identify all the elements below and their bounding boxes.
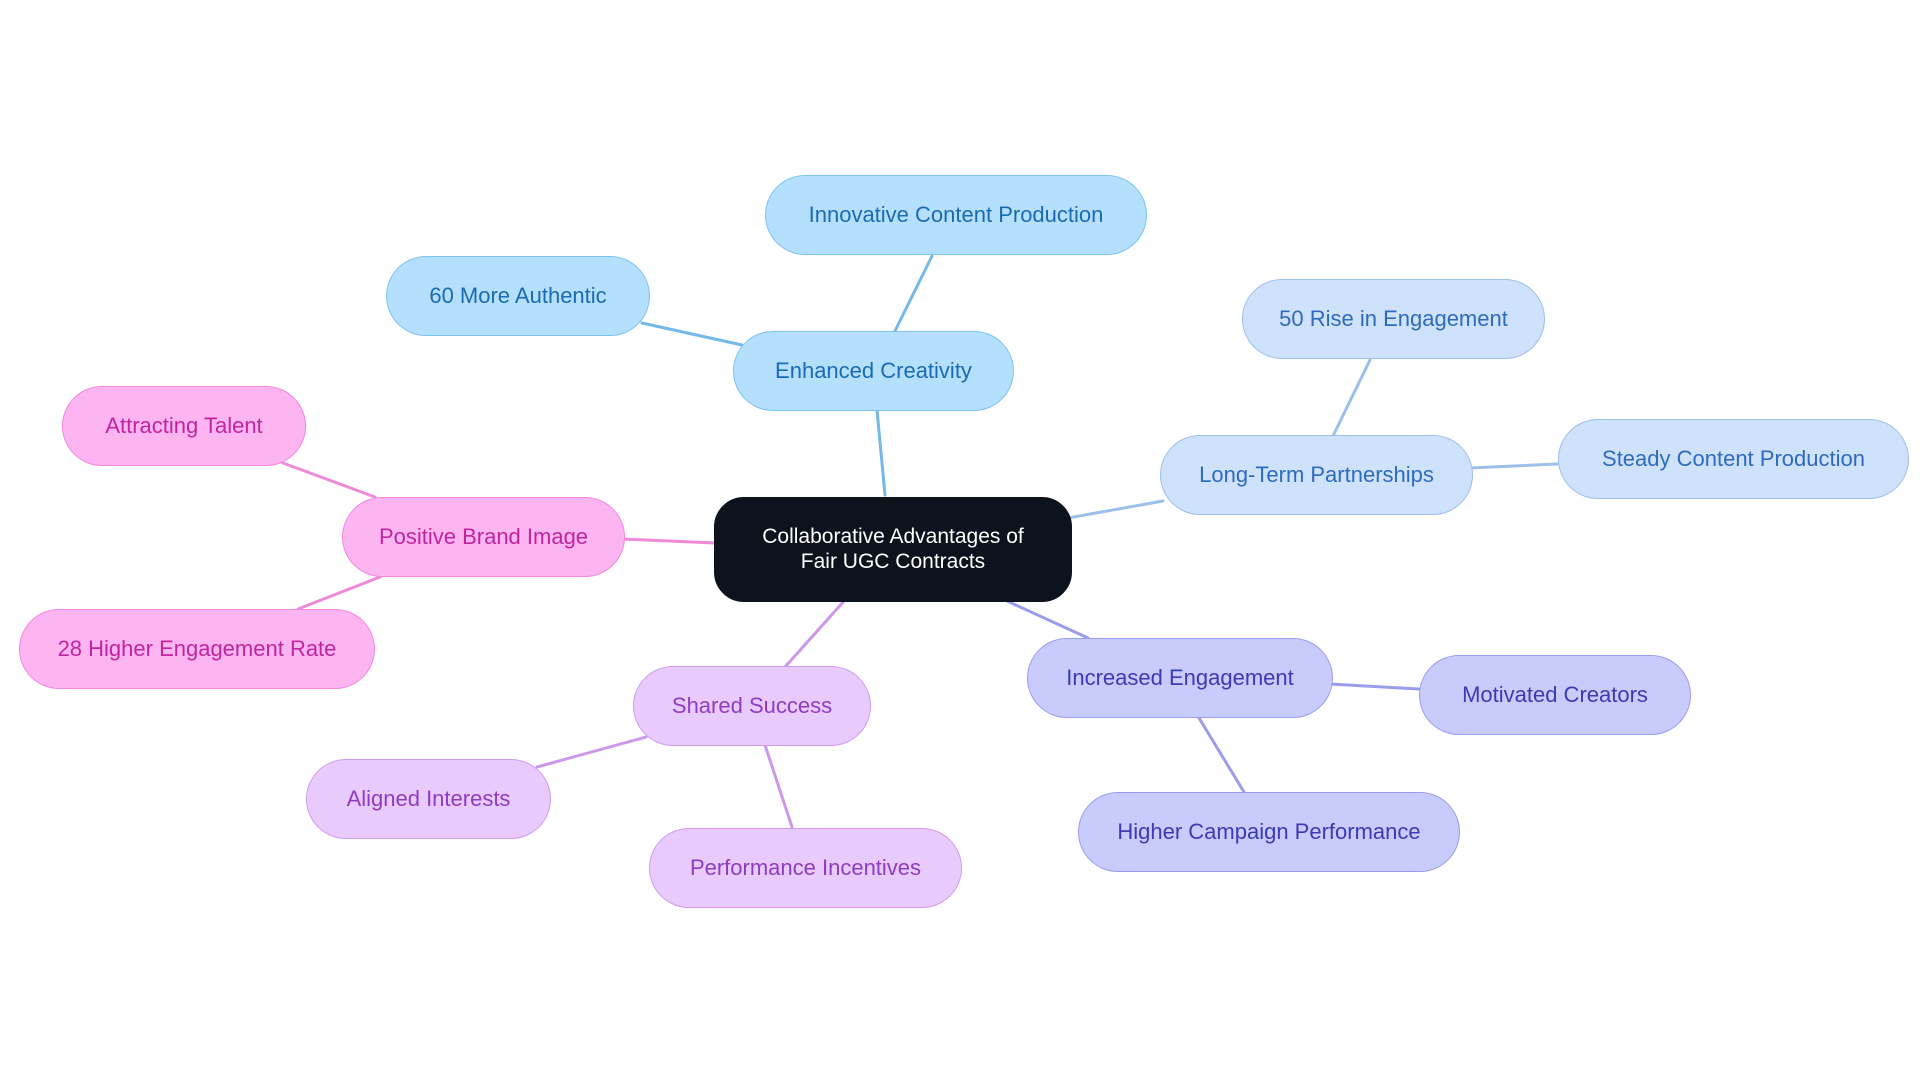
- node-label: Performance Incentives: [689, 855, 922, 881]
- root-label-line1: Collaborative Advantages of: [762, 525, 1024, 549]
- node-50-rise-in-engagement[interactable]: 50 Rise in Engagement: [1242, 279, 1545, 359]
- node-label: 50 Rise in Engagement: [1279, 306, 1508, 332]
- node-label: Aligned Interests: [346, 786, 511, 812]
- node-label: Innovative Content Production: [808, 202, 1104, 228]
- node-motivated-creators[interactable]: Motivated Creators: [1419, 655, 1691, 735]
- node-label: Positive Brand Image: [378, 524, 589, 550]
- edge-long-term-partnerships-steady-content: [1468, 462, 1559, 470]
- node-label: Steady Content Production: [1602, 446, 1865, 472]
- edge-root-long-term-partnerships: [1066, 499, 1165, 520]
- edge-long-term-partnerships-50-rise: [1331, 358, 1372, 438]
- edge-shared-success-performance-incentives: [763, 743, 794, 829]
- root-node[interactable]: Collaborative Advantages of Fair UGC Con…: [714, 497, 1072, 602]
- node-increased-engagement[interactable]: Increased Engagement: [1027, 638, 1333, 718]
- edge-enhanced-creativity-60-more-authentic: [640, 321, 744, 347]
- edge-shared-success-aligned-interests: [535, 735, 648, 769]
- node-positive-brand-image[interactable]: Positive Brand Image: [342, 497, 625, 577]
- node-label: Motivated Creators: [1462, 682, 1648, 708]
- node-aligned-interests[interactable]: Aligned Interests: [306, 759, 551, 839]
- edge-root-increased-engagement: [1005, 599, 1090, 640]
- edge-increased-engagement-motivated-creators: [1328, 682, 1421, 691]
- edge-root-enhanced-creativity: [875, 408, 887, 497]
- node-label: Shared Success: [671, 693, 833, 719]
- node-28-higher-engagement-rate[interactable]: 28 Higher Engagement Rate: [19, 609, 375, 689]
- node-label: Attracting Talent: [105, 413, 263, 439]
- node-performance-incentives[interactable]: Performance Incentives: [649, 828, 962, 908]
- edge-increased-engagement-higher-campaign: [1197, 716, 1246, 794]
- edge-positive-brand-image-attracting-talent: [281, 461, 377, 499]
- edge-root-shared-success: [783, 598, 847, 669]
- node-long-term-partnerships[interactable]: Long-Term Partnerships: [1160, 435, 1473, 515]
- node-innovative-content-production[interactable]: Innovative Content Production: [765, 175, 1147, 255]
- node-steady-content-production[interactable]: Steady Content Production: [1558, 419, 1909, 499]
- edge-root-positive-brand-image: [621, 537, 717, 545]
- node-attracting-talent[interactable]: Attracting Talent: [62, 386, 306, 466]
- node-label: Increased Engagement: [1066, 665, 1294, 691]
- node-label: 60 More Authentic: [429, 283, 607, 309]
- edge-positive-brand-image-28-higher: [296, 575, 382, 611]
- node-label: Enhanced Creativity: [775, 358, 972, 384]
- node-label: 28 Higher Engagement Rate: [57, 636, 337, 662]
- node-higher-campaign-performance[interactable]: Higher Campaign Performance: [1078, 792, 1460, 872]
- node-shared-success[interactable]: Shared Success: [633, 666, 871, 746]
- node-enhanced-creativity[interactable]: Enhanced Creativity: [733, 331, 1014, 411]
- node-label: Long-Term Partnerships: [1199, 462, 1434, 488]
- root-label-line2: Fair UGC Contracts: [800, 549, 986, 573]
- node-60-more-authentic[interactable]: 60 More Authentic: [386, 256, 650, 336]
- edge-enhanced-creativity-innovative-content: [893, 254, 934, 333]
- node-label: Higher Campaign Performance: [1117, 819, 1421, 845]
